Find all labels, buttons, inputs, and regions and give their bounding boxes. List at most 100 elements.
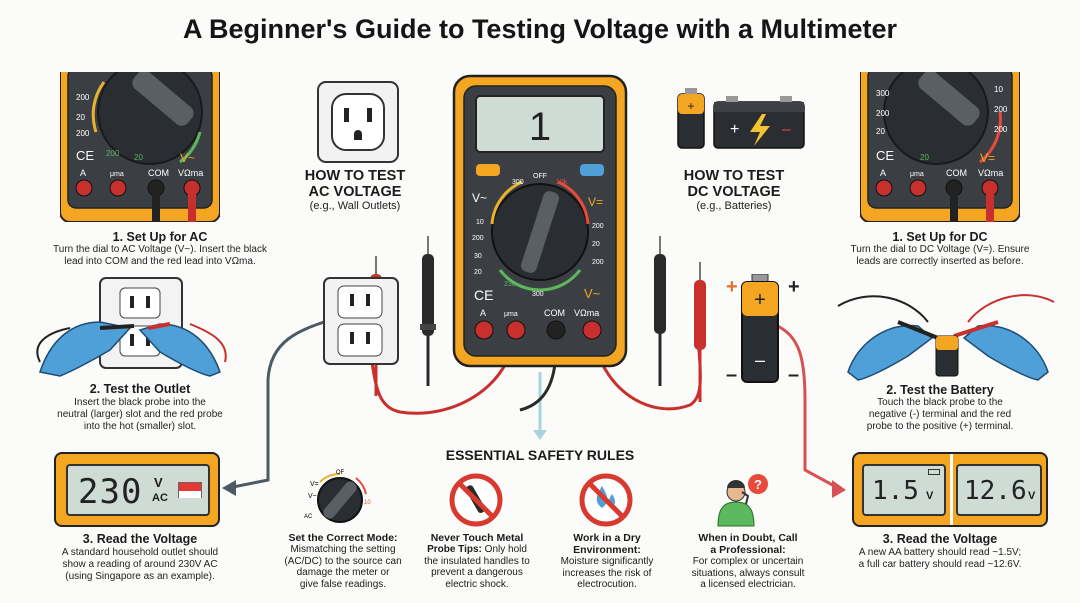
- svg-text:20: 20: [134, 153, 143, 162]
- aa-reading-value: 1.5: [872, 476, 919, 506]
- svg-text:10: 10: [364, 500, 371, 506]
- page-title: A Beginner's Guide to Testing Voltage wi…: [183, 14, 897, 44]
- svg-text:+: +: [730, 121, 739, 138]
- dc-step1-text: Turn the dial to DC Voltage (V=). Ensure…: [850, 244, 1030, 267]
- svg-text:300: 300: [876, 89, 890, 98]
- aa-reading-unit: V: [926, 490, 934, 502]
- dc-step3-title: 3. Read the Voltage: [882, 532, 998, 546]
- ac-setup-illustration: 200 20 200 CE 200 20 V~ A μma COM VΩma: [60, 72, 220, 222]
- svg-text:–: –: [755, 350, 765, 370]
- dc-arrow-head: [832, 480, 846, 498]
- svg-text:A: A: [80, 168, 86, 178]
- dc-left-glove-icon: [847, 324, 934, 381]
- svg-text:COM: COM: [544, 308, 565, 318]
- rule-call-professional: When in Doubt, Call a Professional: For …: [691, 532, 805, 590]
- port-vohm-icon: [582, 320, 602, 340]
- batteries-icon: + + –: [677, 88, 805, 149]
- svg-text:μma: μma: [110, 171, 124, 178]
- battery-plus-right: +: [788, 276, 800, 298]
- dc-step3-text: A new AA battery should read ~1.5V; a fu…: [858, 547, 1022, 570]
- ac-reading-value: 230: [78, 472, 143, 512]
- svg-text:?: ?: [754, 477, 762, 492]
- svg-text:V=: V=: [980, 151, 995, 165]
- ac-lcd: 230 V AC: [66, 464, 210, 516]
- svg-text:300: 300: [512, 179, 524, 186]
- svg-text:VΩma: VΩma: [574, 308, 599, 318]
- svg-text:230: 230: [504, 281, 516, 288]
- svg-text:V~: V~: [472, 191, 487, 205]
- svg-text:A: A: [480, 308, 486, 318]
- battery-minus-right: –: [788, 364, 800, 386]
- outlet-with-probes-icon: [323, 277, 399, 365]
- svg-text:μma: μma: [504, 311, 518, 318]
- svg-text:V=: V=: [588, 195, 603, 209]
- svg-text:20: 20: [876, 127, 885, 136]
- main-lcd-value: 1: [529, 105, 551, 149]
- aa-battery-large-icon: + –: [741, 274, 779, 383]
- svg-text:200: 200: [994, 105, 1008, 114]
- red-lead-left: [370, 329, 518, 415]
- dc-step2-text: Touch the black probe to the negative (-…: [866, 397, 1014, 432]
- no-water-icon: [579, 473, 633, 527]
- svg-text:COM: COM: [946, 168, 967, 178]
- svg-text:200: 200: [106, 149, 120, 158]
- svg-text:AC: AC: [304, 514, 313, 520]
- wall-outlet-icon: [317, 81, 399, 163]
- ac-step3-title: 3. Read the Voltage: [82, 532, 198, 546]
- dc-flow-arrow: [774, 323, 839, 490]
- dc-battery-test-illustration: [837, 294, 1055, 381]
- svg-text:CE: CE: [474, 287, 493, 303]
- svg-text:μma: μma: [910, 171, 924, 178]
- no-touch-probe-icon: [449, 473, 503, 527]
- ac-heading: HOW TO TEST AC VOLTAGE (e.g., Wall Outle…: [304, 168, 406, 212]
- call-professional-icon: ?: [717, 474, 768, 527]
- svg-text:OF: OF: [336, 470, 345, 476]
- dc-setup-illustration: 300 200 20 10 200 200 CE 20 V= A μma COM…: [860, 72, 1020, 222]
- rule-correct-mode: Set the Correct Mode: Mismatching the se…: [284, 532, 402, 590]
- svg-text:200: 200: [876, 109, 890, 118]
- ac-step3-text: A standard household outlet should show …: [61, 547, 219, 582]
- right-probe-red: [694, 262, 706, 402]
- car-lcd: 12.6 V: [956, 464, 1042, 516]
- svg-text:CE: CE: [876, 148, 894, 163]
- svg-text:20: 20: [474, 269, 482, 276]
- svg-text:CE: CE: [76, 148, 94, 163]
- hold-button-icon: [476, 164, 500, 176]
- svg-text:V~: V~: [308, 493, 317, 500]
- svg-text:V=: V=: [310, 481, 319, 488]
- svg-text:300: 300: [532, 291, 544, 298]
- svg-text:V~: V~: [584, 286, 601, 301]
- rule-dry-environment: Work in a Dry Environment: Moisture sign…: [560, 532, 654, 590]
- svg-text:VΩma: VΩma: [978, 168, 1003, 178]
- ac-arrow-head: [222, 480, 236, 496]
- port-a-icon: [474, 320, 494, 340]
- battery-level-icon: [928, 469, 940, 475]
- ac-reading-meter: 230 V AC: [54, 452, 220, 527]
- svg-text:200: 200: [76, 93, 90, 102]
- svg-text:10k: 10k: [556, 179, 568, 186]
- ac-reading-unit-v: V: [154, 475, 163, 490]
- svg-text:200: 200: [76, 129, 90, 138]
- main-lcd: [475, 95, 605, 153]
- svg-text:20: 20: [592, 241, 600, 248]
- port-com-icon: [546, 320, 566, 340]
- svg-text:OFF: OFF: [533, 173, 547, 180]
- ac-step1-text: Turn the dial to AC Voltage (V~). Insert…: [53, 244, 267, 267]
- dc-step2-title: 2. Test the Battery: [886, 383, 994, 397]
- car-reading-value: 12.6: [964, 476, 1027, 506]
- dc-right-glove-icon: [962, 324, 1049, 381]
- svg-text:20: 20: [920, 153, 929, 162]
- ac-flow-arrow: [227, 318, 331, 490]
- singapore-flag-icon: [178, 482, 202, 498]
- svg-text:200: 200: [592, 223, 604, 230]
- svg-text:200: 200: [994, 125, 1008, 134]
- svg-text:200: 200: [472, 235, 484, 242]
- port-uma-icon: [506, 320, 526, 340]
- right-probe-black: [654, 236, 666, 386]
- left-probe-black: [420, 236, 436, 386]
- ac-step2-text: Insert the black probe into the neutral …: [57, 397, 223, 432]
- ac-reading-unit-ac: AC: [152, 492, 168, 504]
- reading-divider: [950, 454, 953, 525]
- battery-plus-left: +: [726, 276, 738, 298]
- svg-text:COM: COM: [148, 168, 169, 178]
